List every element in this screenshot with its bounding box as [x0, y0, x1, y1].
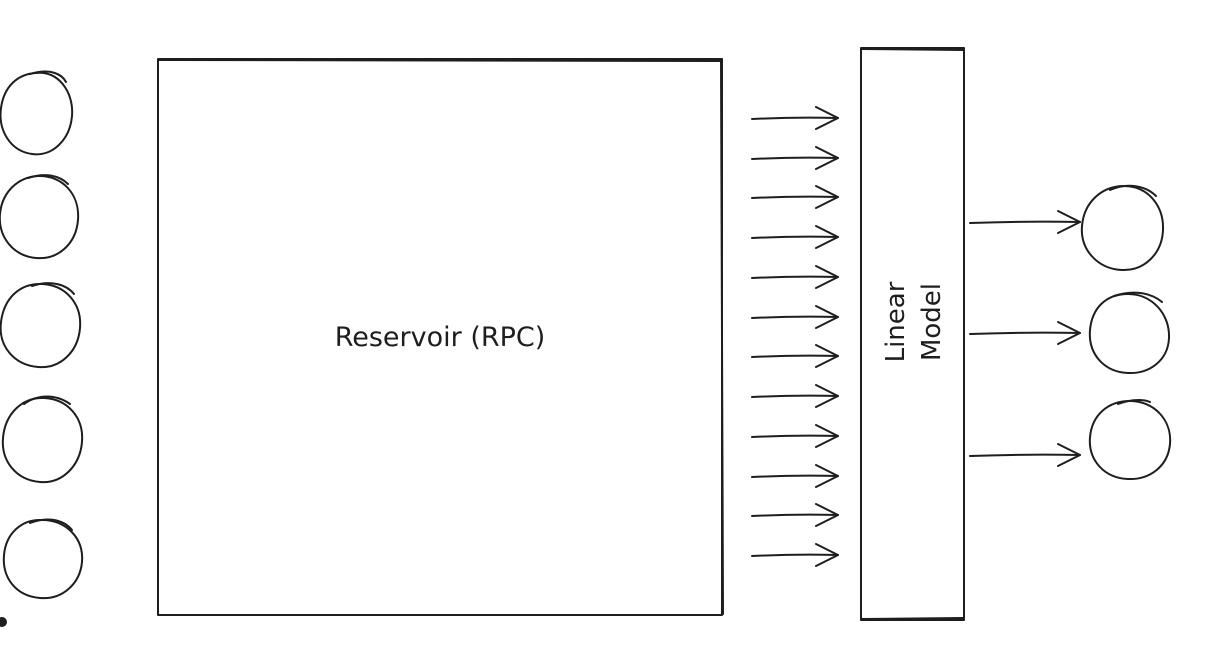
model-output-arrows: [969, 210, 1081, 467]
linear-model-label-line1: Linear: [881, 281, 911, 362]
stray-dot: [0, 617, 7, 627]
reservoir-output-arrow: [751, 384, 839, 408]
reservoir-output-arrow: [751, 146, 839, 170]
model-output-arrow: [969, 321, 1081, 345]
output-node: [1088, 291, 1171, 375]
reservoir-output-arrow: [751, 543, 839, 567]
linear-model-box: Linear Model: [860, 47, 965, 621]
model-output-arrow: [969, 210, 1081, 234]
reservoir-output-arrow: [751, 424, 839, 448]
input-node: [0, 282, 82, 369]
output-nodes: [1080, 184, 1172, 481]
reservoir-output-arrow: [751, 503, 839, 527]
reservoir-output-arrow: [751, 344, 839, 368]
input-nodes: [0, 70, 84, 600]
reservoir-output-arrow: [751, 225, 839, 249]
linear-model-label-line2: Model: [917, 283, 947, 361]
input-node: [0, 70, 74, 156]
reservoir-output-arrow: [751, 265, 839, 289]
input-node: [0, 174, 80, 260]
reservoir-box: Reservoir (RPC): [157, 58, 724, 616]
reservoir-output-arrow: [751, 106, 839, 130]
output-node: [1080, 184, 1165, 272]
reservoir-output-arrow: [751, 185, 839, 209]
output-node: [1088, 399, 1172, 481]
reservoir-label: Reservoir (RPC): [335, 322, 546, 353]
reservoir-output-arrow: [751, 305, 839, 329]
reservoir-output-arrows: [751, 106, 839, 567]
reservoir-output-arrow: [751, 464, 839, 488]
input-node: [2, 518, 84, 600]
input-node: [1, 395, 84, 484]
model-output-arrow: [969, 443, 1081, 467]
